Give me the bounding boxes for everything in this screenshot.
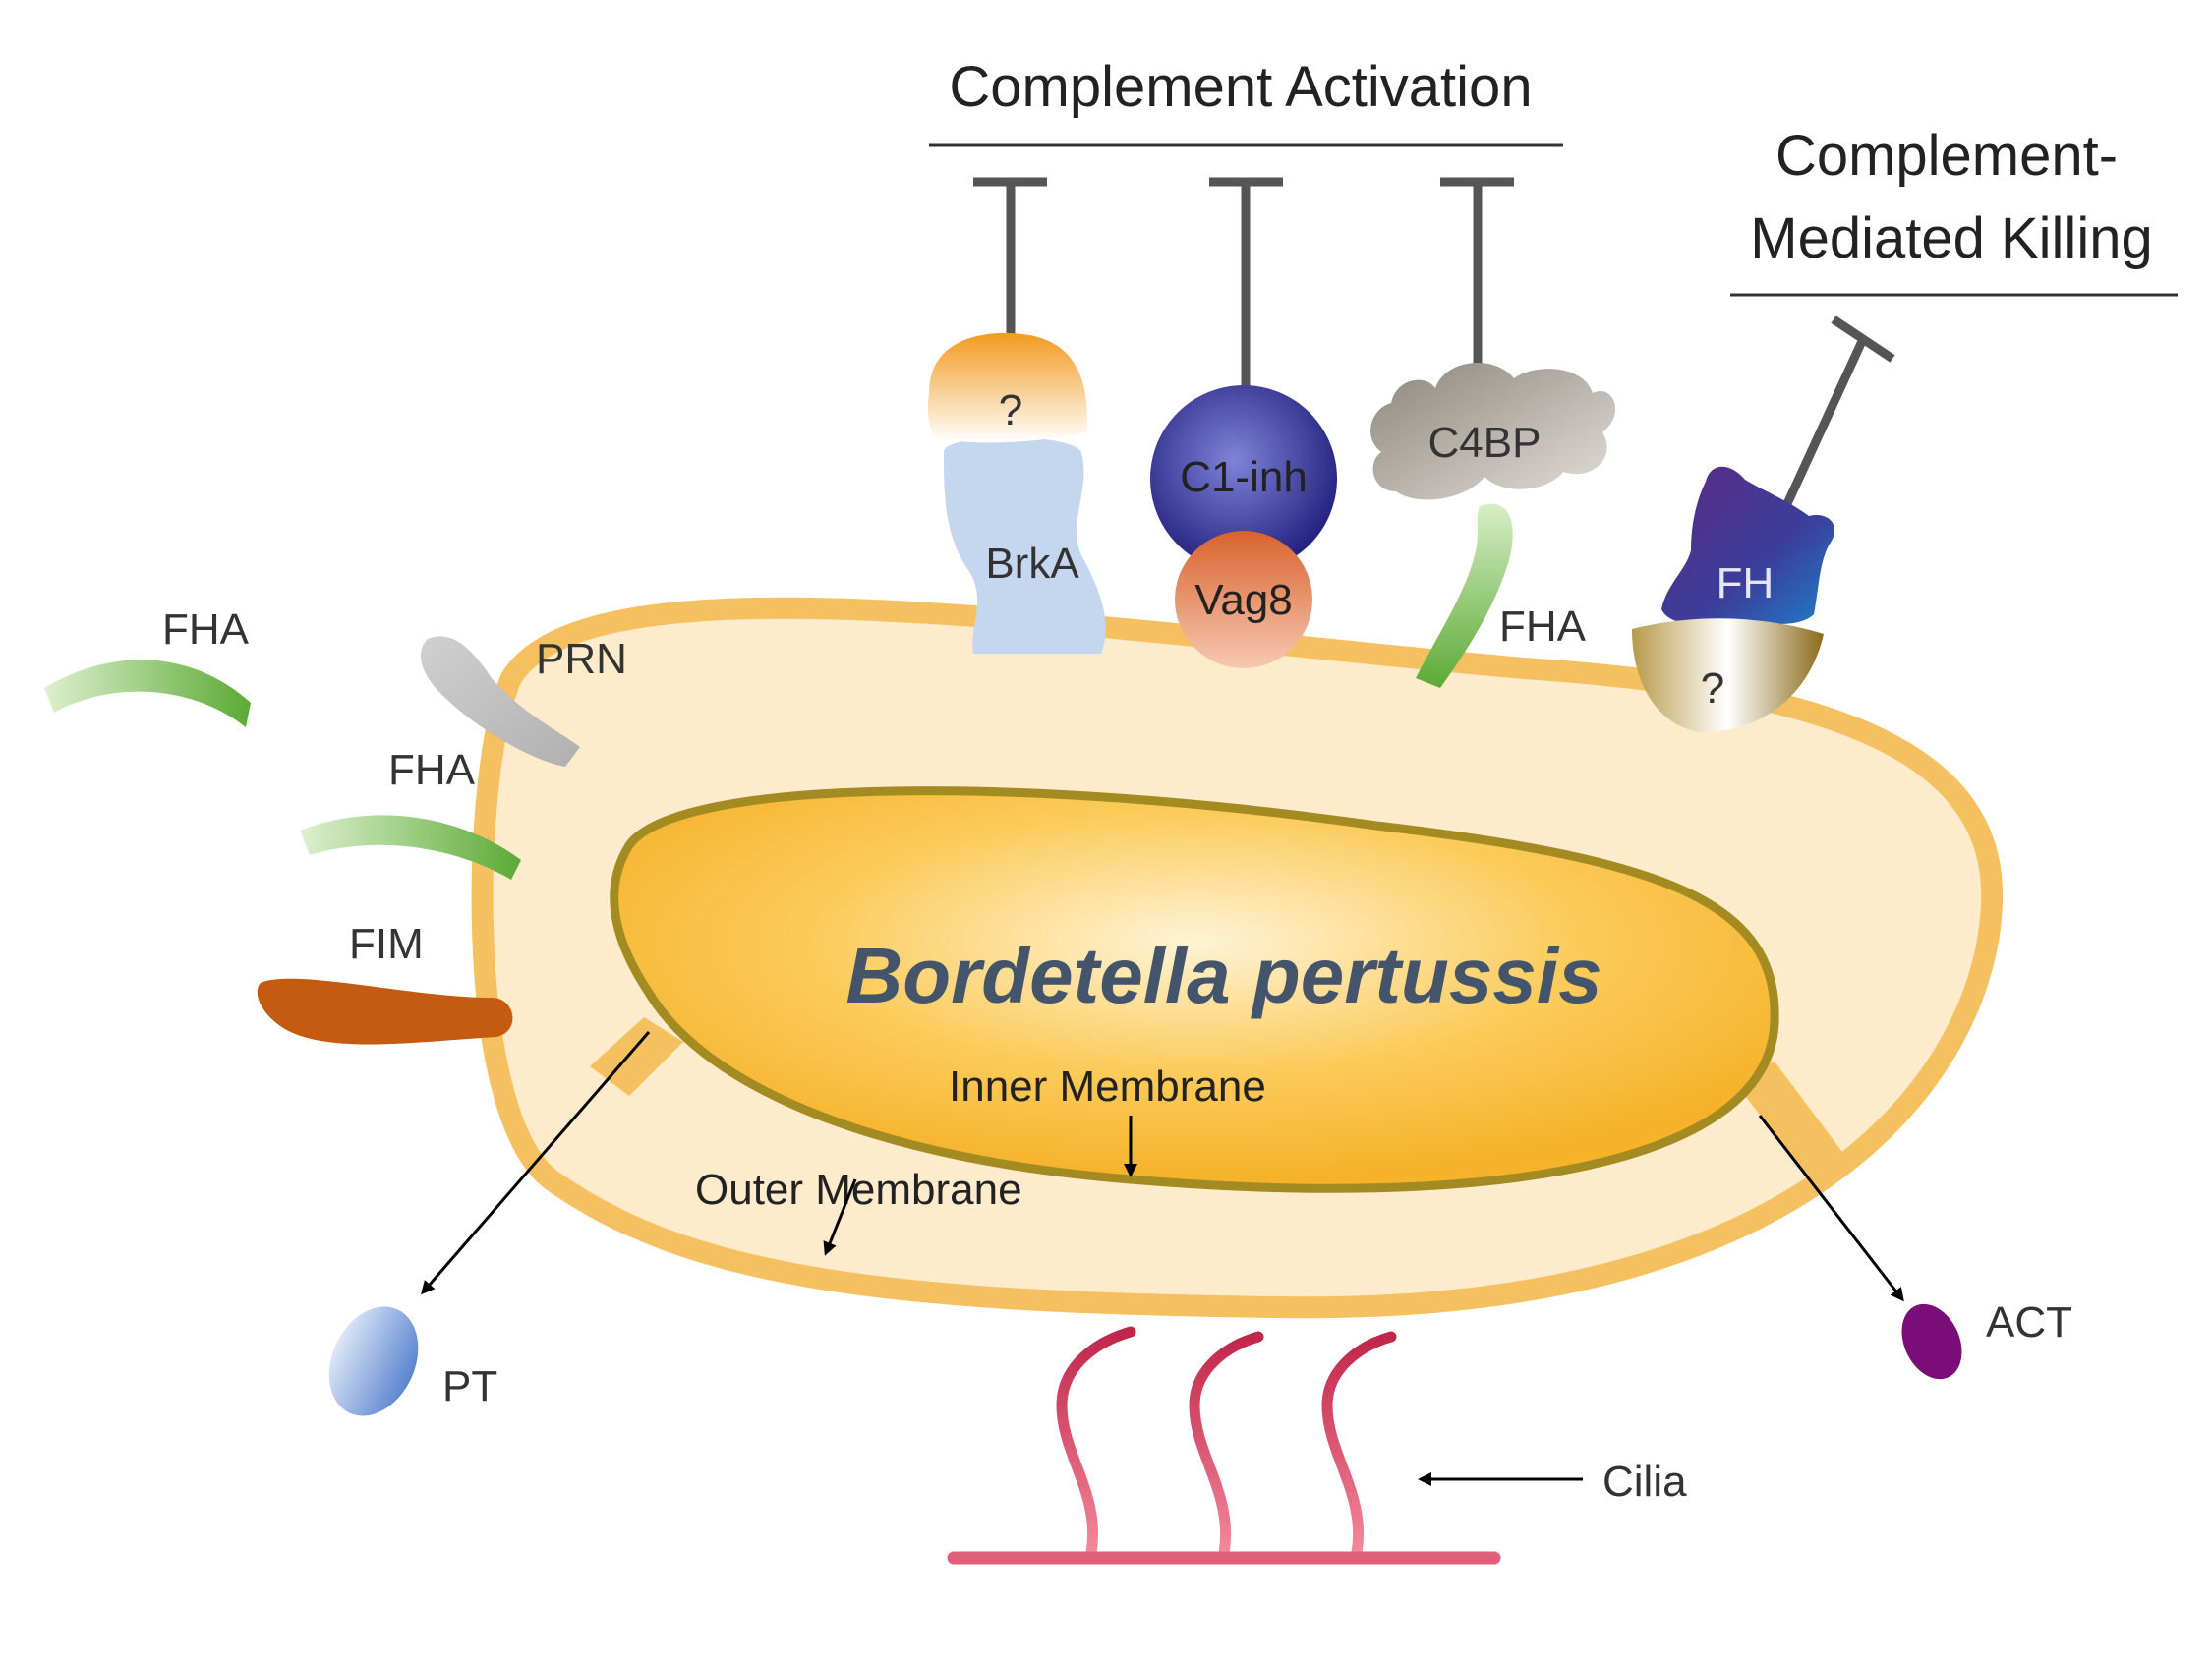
inhibit-c1inh <box>1209 177 1283 388</box>
fha-left-label: FHA <box>388 746 476 794</box>
cilia <box>947 1326 1501 1565</box>
cilium-2 <box>1189 1331 1264 1559</box>
bacterial-cell: Bordetella pertussis <box>471 597 2003 1319</box>
fha-free-label: FHA <box>162 605 250 654</box>
pt-label: PT <box>442 1362 497 1410</box>
outer-membrane-arrow <box>823 1178 857 1256</box>
act-toxin <box>1901 1303 1962 1380</box>
pt-toxin <box>328 1306 419 1416</box>
inhibit-brka <box>973 177 1047 334</box>
c1inh-label: C1-inh <box>1180 453 1308 501</box>
fh-label: FH <box>1717 559 1775 607</box>
act-secretion-arrow <box>1758 1115 1904 1302</box>
c1inh-protein <box>1150 385 1337 572</box>
fha-c4bp-label: FHA <box>1499 602 1587 651</box>
fh-protein <box>1661 466 1835 624</box>
c4bp-label: C4BP <box>1428 419 1542 467</box>
complement-killing-title-line1: Complement- <box>1775 124 2118 188</box>
vag8-protein <box>1175 531 1312 668</box>
pt-secretion-channel <box>590 1017 683 1096</box>
fim-protein <box>257 978 513 1045</box>
cilium-1 <box>1056 1326 1136 1559</box>
inhibit-c4bp <box>1440 177 1514 369</box>
unknown-partner-brka-label: ? <box>999 386 1022 434</box>
unknown-partner-fh <box>1632 618 1824 732</box>
complement-activation-title: Complement Activation <box>949 55 1532 119</box>
organism-name: Bordetella pertussis <box>845 932 1601 1019</box>
unknown-partner-fh-label: ? <box>1701 664 1724 713</box>
cilium-3 <box>1321 1331 1397 1559</box>
inner-membrane-label: Inner Membrane <box>949 1062 1266 1111</box>
prn-label: PRN <box>536 635 627 683</box>
brka-label: BrkA <box>985 540 1079 588</box>
inner-membrane-shape <box>610 786 1779 1193</box>
prn-protein <box>420 636 580 767</box>
outer-membrane-label: Outer Membrane <box>695 1166 1022 1214</box>
act-secretion-channel <box>1730 1062 1848 1179</box>
cilia-label: Cilia <box>1602 1458 1687 1506</box>
unknown-partner-brka <box>927 332 1087 443</box>
fim-label: FIM <box>349 920 424 968</box>
act-label: ACT <box>1986 1298 2072 1347</box>
complement-killing-title-line2: Mediated Killing <box>1750 206 2152 270</box>
inhibit-fh <box>1775 316 1895 523</box>
brka-protein <box>944 437 1106 654</box>
fha-left-protein <box>300 815 521 880</box>
pt-secretion-arrow <box>421 1031 651 1295</box>
vag8-label: Vag8 <box>1194 576 1293 624</box>
fha-c4bp-protein <box>1416 503 1513 688</box>
fha-free-protein <box>44 660 251 727</box>
c4bp-protein <box>1370 362 1616 500</box>
